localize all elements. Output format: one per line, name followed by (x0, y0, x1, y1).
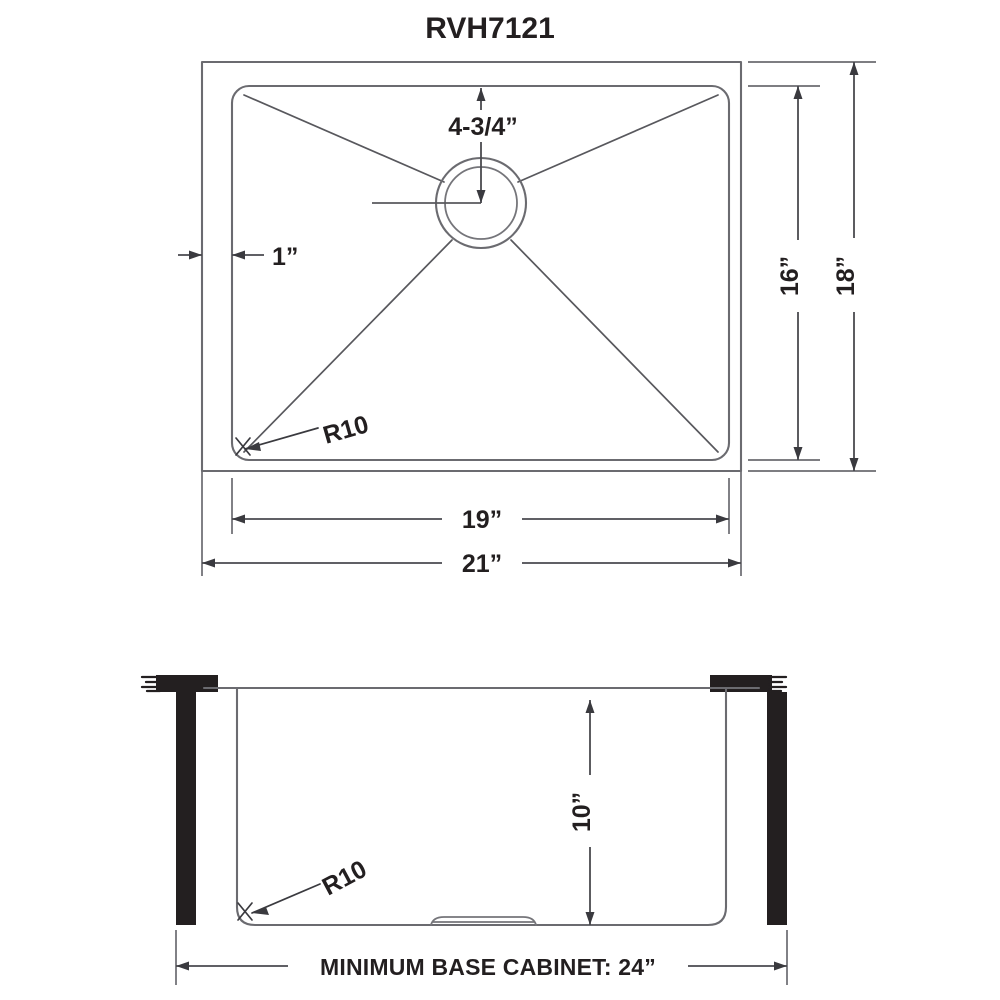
dim-corner-radius-top-view: R10 (235, 410, 372, 456)
countertop-left-hatch (140, 675, 162, 693)
dim-rim-width: 1” (178, 225, 298, 285)
dim-drain-offset: 4-3/4” (424, 88, 542, 203)
dim-inner-width: 19” (232, 502, 729, 534)
dim-label-corner-radius-top: R10 (320, 410, 372, 450)
dim-label-corner-radius-front: R10 (318, 855, 372, 901)
dim-outer-width: 21” (202, 546, 741, 578)
dim-inner-depth: 16” (748, 85, 820, 461)
dim-corner-radius-front-view: R10 (237, 855, 372, 921)
dim-label-bowl-depth: 10” (568, 792, 596, 832)
front-section-view: 10” R10 MINIMUM BASE CABINET: 24” (140, 675, 788, 985)
dim-label-inner-width: 19” (462, 506, 502, 534)
dim-outer-depth: 18” (748, 61, 876, 472)
top-view: 4-3/4” 1” R10 (178, 60, 876, 578)
countertop-left (156, 675, 218, 692)
bowl-slope-lines (243, 94, 719, 453)
dim-label-inner-depth: 16” (776, 256, 804, 296)
dim-label-outer-depth: 18” (832, 256, 860, 296)
dim-label-base-cabinet: MINIMUM BASE CABINET: 24” (320, 954, 656, 980)
dim-base-cabinet: MINIMUM BASE CABINET: 24” (175, 930, 788, 985)
cabinet-wall-left (176, 692, 196, 925)
page-title: RVH7121 (425, 12, 555, 45)
countertop-right (710, 675, 772, 692)
drain-strainer (430, 916, 537, 926)
dim-label-drain-offset: 4-3/4” (448, 113, 517, 141)
bowl-section-outline (235, 686, 728, 927)
dim-label-outer-width: 21” (462, 550, 502, 578)
dim-label-rim-width: 1” (272, 243, 298, 271)
countertop-right-hatch (766, 675, 788, 693)
cabinet-wall-right (767, 692, 787, 925)
dim-bowl-depth: 10” (568, 700, 608, 925)
